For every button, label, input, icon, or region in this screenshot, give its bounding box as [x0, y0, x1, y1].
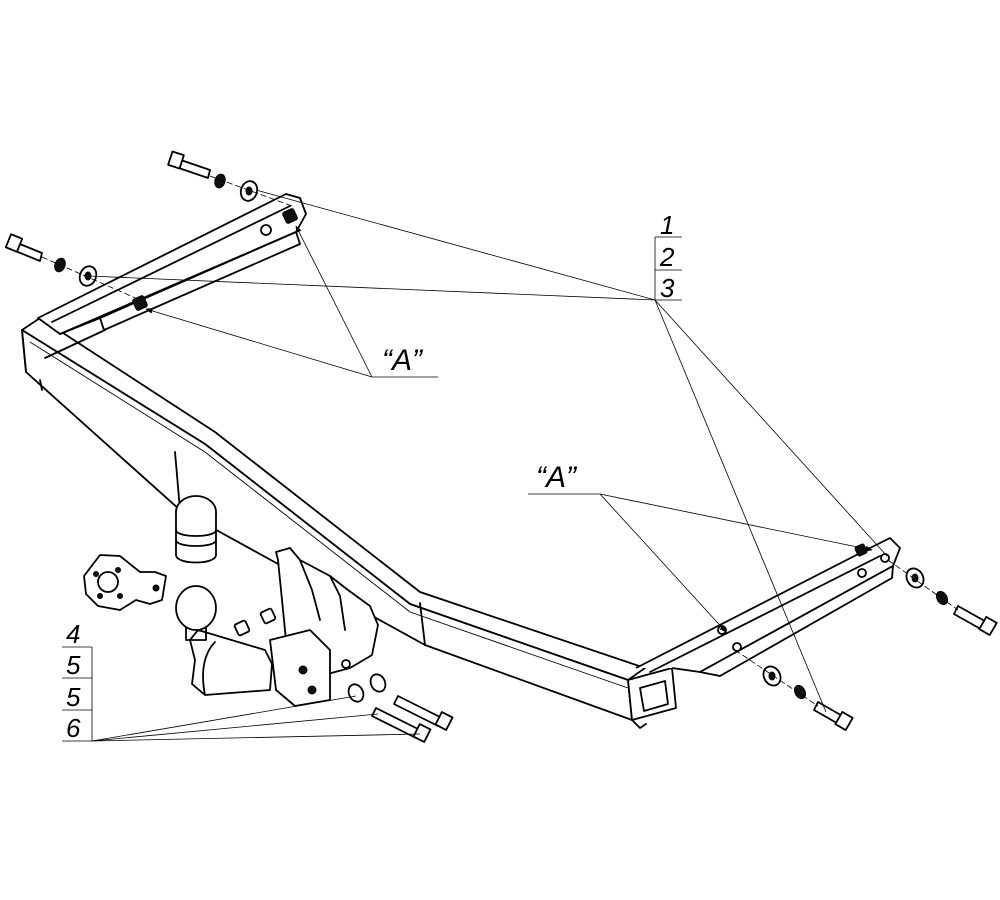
- right-side-bracket: [635, 537, 901, 677]
- callout-5b: 5: [66, 682, 81, 712]
- fastener-set-hitch: [233, 607, 454, 743]
- callout-4: 4: [66, 619, 80, 649]
- callout-labels: 1 2 3 4 5 5 6 “A” “A”: [66, 210, 675, 743]
- fastener-set-right-bottom: [762, 665, 854, 731]
- left-side-bracket: [37, 193, 307, 359]
- tow-ball-assembly: [83, 495, 379, 707]
- callout-2: 2: [659, 242, 675, 272]
- view-a-label-right: “A”: [536, 461, 578, 494]
- callout-3: 3: [660, 273, 675, 303]
- callout-6: 6: [66, 713, 81, 743]
- fastener-set-top-left: [167, 150, 259, 202]
- view-a-label-left: “A”: [382, 344, 424, 377]
- callout-5a: 5: [66, 650, 81, 680]
- callout-leaders: [62, 189, 888, 742]
- fastener-set-right-top: [905, 567, 998, 636]
- bolt-axis-lines: [41, 175, 959, 707]
- callout-1: 1: [660, 210, 674, 240]
